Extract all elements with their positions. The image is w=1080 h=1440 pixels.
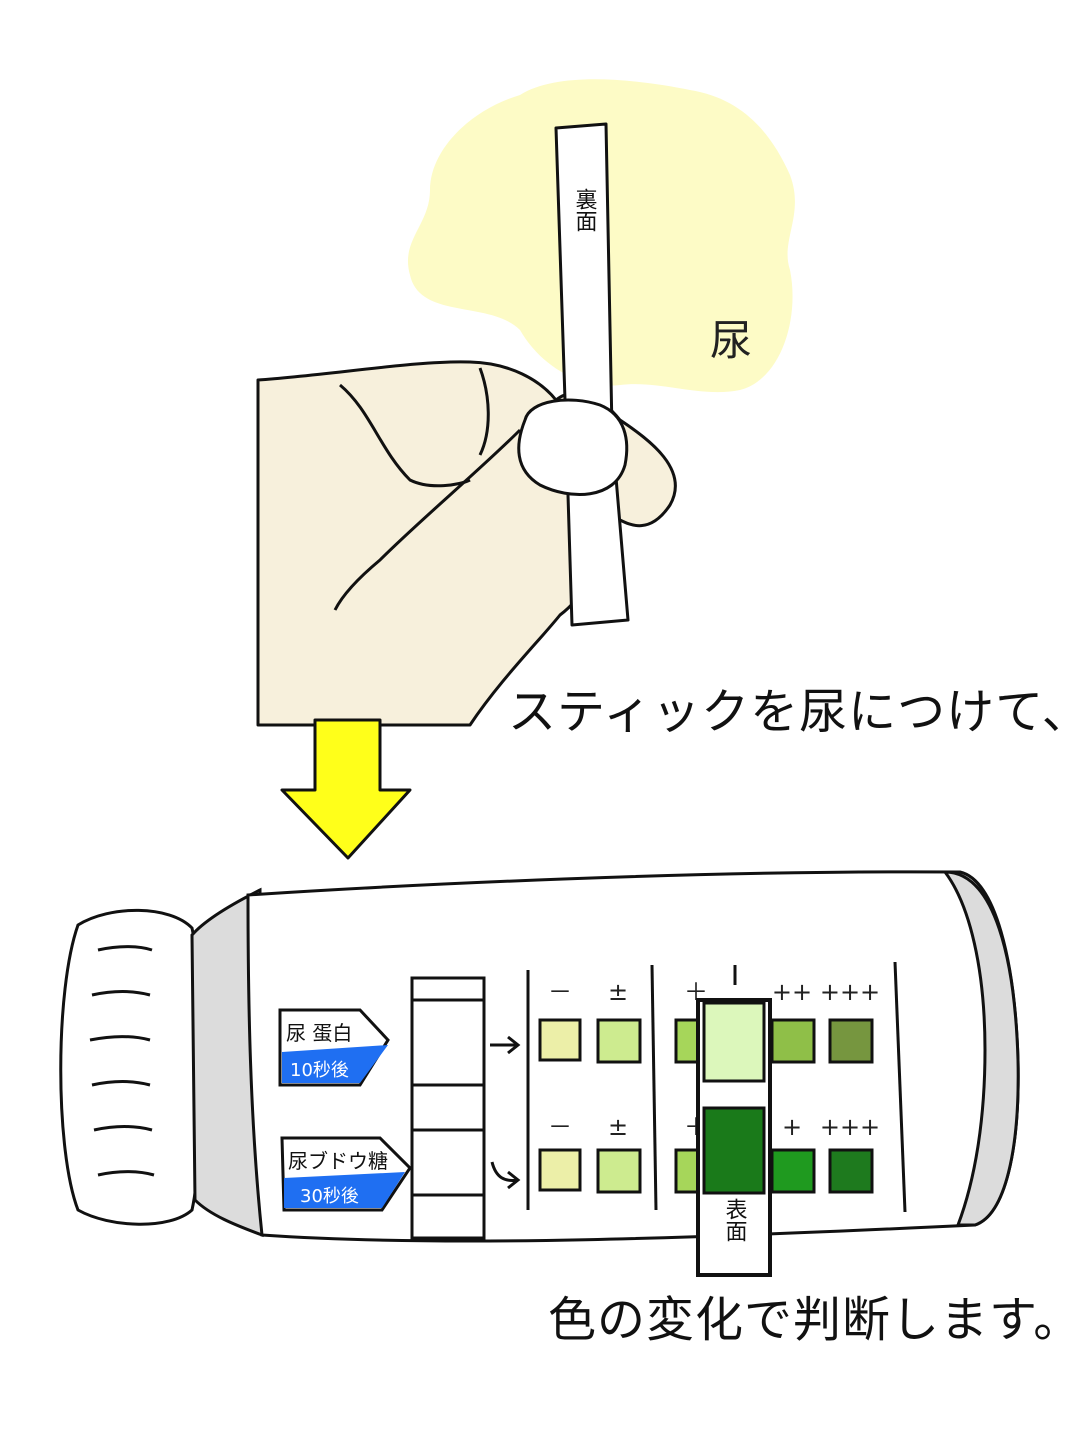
swatch-row2-5 [828,1148,874,1194]
glucose-timing-text: 30秒後 [300,1186,359,1207]
swatch-row2-2 [596,1148,642,1194]
swatch-row1-2 [596,1018,642,1064]
reference-strip [410,976,486,1240]
stick-front-label: 表面 [722,1198,748,1242]
stick-back-label: 裏面 [572,188,598,232]
grade-label-row2-5: +++ [820,1113,880,1141]
protein-label-text: 尿 蛋白 [286,1021,352,1045]
swatch-row1-1 [538,1018,582,1062]
urine-label: 尿 [710,316,752,365]
grade-label-row1-1: － [548,978,572,1006]
swatch-row2-1 [538,1148,582,1192]
grade-label-row2-2: ± [608,1113,628,1141]
grade-label-row1-2: ± [608,978,628,1006]
finger-crease-2 [478,367,490,456]
protein-timing-text: 10秒後 [290,1060,349,1081]
caption-dip-stick: スティックを尿につけて、 [508,684,1080,740]
glucose-label-text: 尿ブドウ糖 [288,1149,388,1173]
swatch-row1-5 [828,1018,874,1064]
protein-label-badge: 尿 蛋白 10秒後 [278,1008,390,1087]
bottle-bottom [941,870,1020,1227]
finger-crease [339,383,471,488]
grade-label-row2-1: － [548,1113,572,1141]
caption-judge-color: 色の変化で判断します。 [548,1292,1080,1348]
stick-pad-glucose [702,1106,766,1195]
thumb-line [333,428,522,611]
bottle-cap [59,908,204,1226]
thumb [517,398,629,496]
grade-label-row1-5: +++ [820,978,880,1006]
row-pointer-arrows [490,1035,521,1190]
cap-grip-lines [89,945,155,1177]
swatch-row2-4 [770,1148,816,1194]
grade-labels: －±＋+++++－±＋++++ [548,978,880,1141]
test-stick-front: 表面 [696,998,772,1277]
grade-label-row2-4: + [782,1113,802,1141]
swatch-row1-4 [770,1018,816,1064]
bottle-label-lines [526,961,907,1213]
stick-pad-protein [702,1001,766,1083]
down-arrow-icon [280,718,412,860]
grade-label-row1-4: ++ [772,978,812,1006]
glucose-label-badge: 尿ブドウ糖 30秒後 [280,1136,412,1212]
